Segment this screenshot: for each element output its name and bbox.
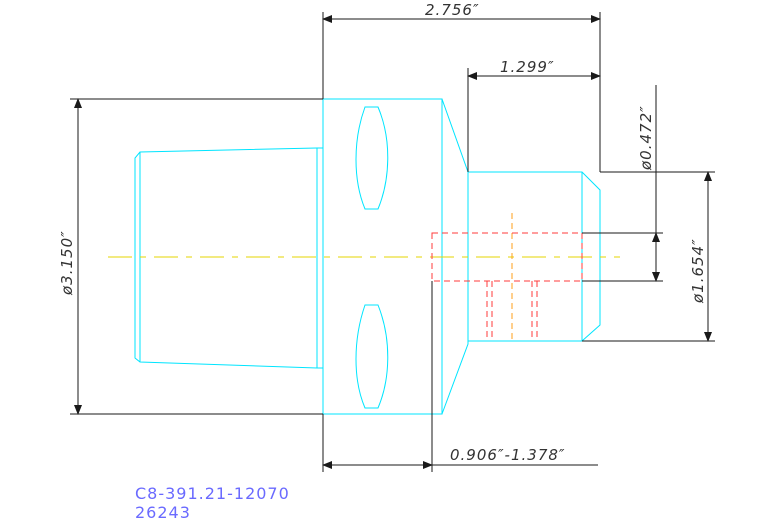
dim-overall-length: 2.756″: [322, 1, 601, 172]
dim-flange-diameter: ø3.150″: [58, 98, 323, 415]
part-number: C8-391.21-12070: [135, 484, 290, 503]
flange-diameter-label: ø3.150″: [58, 230, 76, 296]
dim-shank-diameter: ø1.654″: [582, 171, 715, 342]
shank-length-label: 1.299″: [500, 58, 555, 76]
part-outline: [134, 98, 601, 415]
shank-diameter-label: ø1.654″: [689, 238, 707, 304]
depth-range-label: 0.906″-1.378″: [450, 446, 566, 464]
dim-depth-range: 0.906″-1.378″: [322, 281, 598, 472]
dim-bore-diameter: ø0.472″: [582, 85, 663, 282]
part-code: 26243: [135, 503, 191, 522]
bore-diameter-label: ø0.472″: [637, 105, 655, 171]
overall-length-label: 2.756″: [425, 1, 480, 19]
dim-shank-length: 1.299″: [467, 58, 601, 172]
hidden-bore: [431, 232, 583, 341]
